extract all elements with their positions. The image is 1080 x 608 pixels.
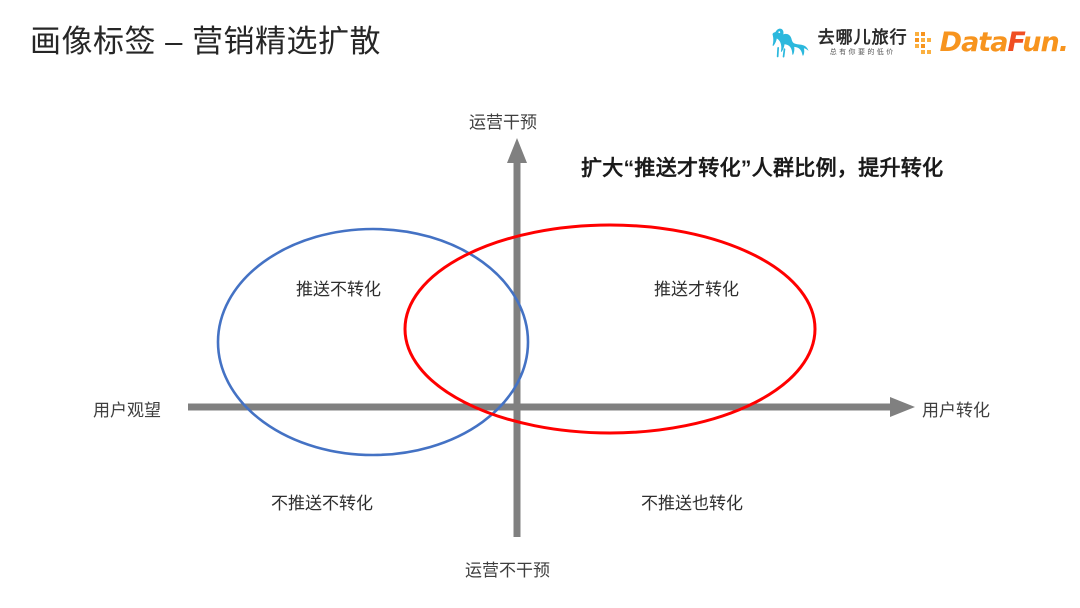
quadrant-label-push-no-convert: 推送不转化 — [296, 280, 381, 299]
brand-bar: 去哪儿旅行 总有你要的低价 DataFun. — [767, 26, 1069, 58]
quadrant-label-nopush-noconvert: 不推送不转化 — [271, 494, 373, 513]
axis-label-left: 用户观望 — [93, 401, 161, 420]
axis-label-bottom: 运营不干预 — [465, 561, 550, 580]
quadrant-label-nopush-convert: 不推送也转化 — [641, 494, 743, 513]
datafun-wordmark: DataFun. — [939, 26, 1069, 58]
quadrant-label-push-convert: 推送才转化 — [654, 280, 739, 299]
axis-label-top: 运营干预 — [469, 113, 537, 132]
headline-callout: 扩大“推送才转化”人群比例，提升转化 — [581, 157, 944, 180]
red-ellipse — [403, 223, 817, 435]
datafun-text-data: Data — [939, 26, 1009, 58]
horizontal-axis-arrowhead — [890, 397, 915, 417]
datafun-text-f: F — [1007, 26, 1023, 58]
vertical-axis-arrowhead — [507, 138, 527, 163]
qunar-slogan: 总有你要的低价 — [829, 48, 896, 56]
datafun-text-un: un. — [1022, 26, 1069, 58]
camel-icon — [767, 26, 813, 58]
blue-ellipse — [216, 227, 530, 457]
page-title: 画像标签 – 营销精选扩散 — [30, 24, 381, 59]
qunar-wordmark: 去哪儿旅行 总有你要的低价 — [818, 29, 908, 56]
datafun-logo: DataFun. — [914, 26, 1069, 58]
qunar-logo: 去哪儿旅行 总有你要的低价 — [767, 26, 908, 58]
axis-label-right: 用户转化 — [922, 401, 990, 420]
qunar-name: 去哪儿旅行 — [817, 27, 908, 47]
dot-grid-icon — [914, 27, 938, 57]
